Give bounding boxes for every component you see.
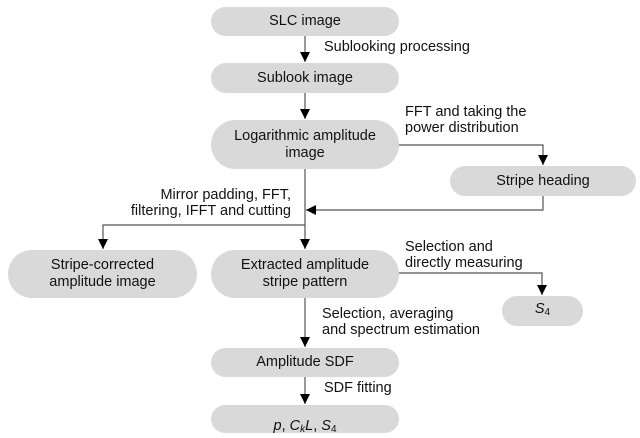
arrowhead (300, 52, 310, 62)
node-s4: S4 (502, 296, 583, 326)
arrowhead (300, 109, 310, 119)
arrowhead (537, 285, 547, 295)
arrowhead (300, 239, 310, 249)
node-logarithmic-amplitude-image: Logarithmic amplitude image (211, 120, 399, 169)
arrowhead (538, 155, 548, 165)
node-sublook-image: Sublook image (211, 63, 399, 93)
edge-logamp-stripe-heading (399, 144, 544, 165)
param-s-subscript: 4 (330, 423, 337, 435)
sep: , (281, 417, 290, 434)
param-p: p (273, 417, 282, 434)
label-fft-power-distribution: FFT and taking the power distribution (405, 104, 527, 136)
param-l: L (305, 417, 314, 434)
label-sublooking-processing: Sublooking processing (324, 39, 470, 55)
arrowhead (300, 394, 310, 404)
arrowhead (98, 239, 108, 249)
node-amplitude-sdf: Amplitude SDF (211, 348, 399, 377)
label-sdf-fitting: SDF fitting (324, 380, 392, 396)
node-extracted-amplitude-stripe-pattern: Extracted amplitude stripe pattern (211, 250, 399, 298)
node-result-parameters: p, CkL, S4 (211, 405, 399, 435)
label-mirror-padding: Mirror padding, FFT, filtering, IFFT and… (130, 187, 291, 219)
arrowhead (300, 337, 310, 347)
node-stripe-corrected-amplitude-image: Stripe-corrected amplitude image (8, 250, 197, 298)
s4-subscript: 4 (544, 307, 551, 318)
param-k-subscript: k (300, 423, 306, 435)
node-slc-image: SLC image (211, 7, 399, 36)
param-c: C (289, 417, 301, 434)
arrowhead (306, 205, 316, 215)
edge-stripe-heading-return (306, 196, 544, 211)
param-s: S (321, 417, 331, 434)
label-selection-directly-measuring: Selection and directly measuring (405, 239, 523, 271)
label-selection-averaging: Selection, averaging and spectrum estima… (322, 306, 480, 338)
edge-to-stripe-corrected (102, 224, 305, 249)
node-stripe-heading: Stripe heading (450, 166, 636, 196)
sep: , (313, 417, 322, 434)
edge-extracted-s4 (399, 272, 543, 295)
s4-symbol: S (534, 301, 545, 317)
